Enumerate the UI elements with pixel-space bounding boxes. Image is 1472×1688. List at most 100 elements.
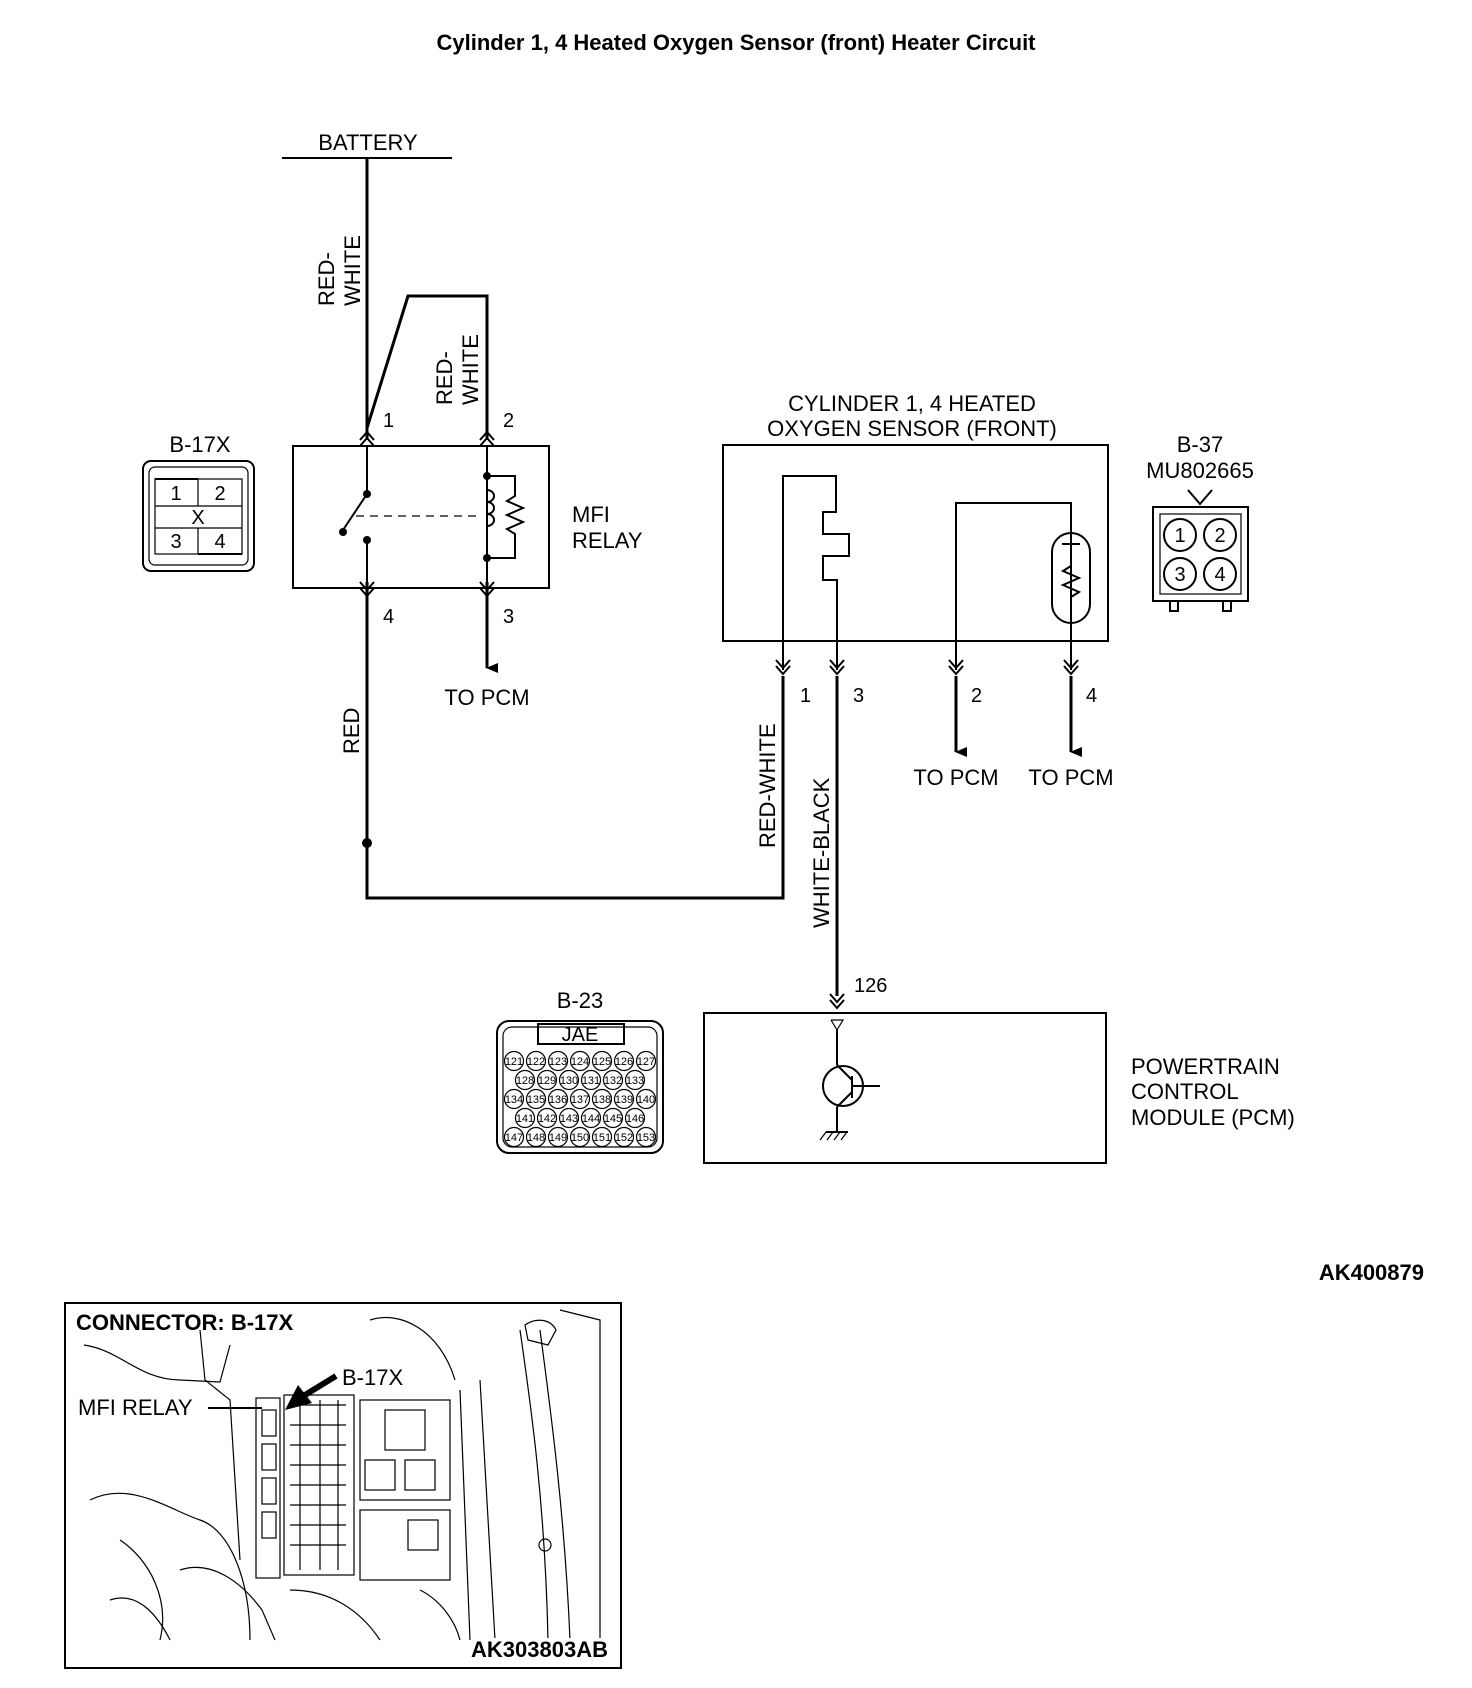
relay-label-1: MFI [572, 502, 610, 527]
pcm-box [703, 1012, 1107, 1164]
wire-label-sensor3: WHITE-BLACK [809, 777, 834, 928]
b23-pin [503, 1126, 525, 1148]
connector-b37-label: B-37 [1177, 432, 1223, 457]
b23-pin [613, 1050, 635, 1072]
b23-pin [514, 1069, 536, 1091]
sensor-pin-4: 4 [1086, 685, 1097, 707]
connector-b17x-label: B-17X [169, 432, 230, 457]
pcm-label-3: MODULE (PCM) [1131, 1105, 1295, 1130]
b23-pin-label: 131 [582, 1075, 600, 1087]
sensor-box [722, 444, 1109, 642]
wire-label-sensor1: RED-WHITE [755, 723, 780, 848]
b23-pin-label: 144 [582, 1113, 600, 1125]
b23-pin-label: 151 [593, 1132, 611, 1144]
b23-pin-label: 123 [549, 1056, 567, 1068]
sensor-to-pcm-2: TO PCM [1028, 765, 1113, 790]
b23-pin [547, 1088, 569, 1110]
b23-pin [602, 1107, 624, 1129]
relay-pin-3: 3 [503, 606, 514, 628]
b23-pin-label: 122 [527, 1056, 545, 1068]
b23-pin-label: 129 [538, 1075, 556, 1087]
b23-pin [525, 1050, 547, 1072]
b23-pin-label: 153 [637, 1132, 655, 1144]
b17x-face-mark: X [191, 507, 204, 529]
connector-b23-label: B-23 [557, 988, 603, 1013]
b23-pin [635, 1088, 657, 1110]
pcm: 126 POWERTRAIN CONTROL MODULE (PCM) [703, 975, 1295, 1164]
b23-pin [558, 1107, 580, 1129]
b23-pin-label: 124 [571, 1056, 589, 1068]
b23-pin-label: 141 [516, 1113, 534, 1125]
b23-pin [635, 1126, 657, 1148]
b23-pin [613, 1088, 635, 1110]
relay-pin-4: 4 [383, 606, 394, 628]
b23-pin [525, 1126, 547, 1148]
pin2-chevron [479, 430, 495, 447]
oxygen-sensor: CYLINDER 1, 4 HEATED OXYGEN SENSOR (FRON… [722, 391, 1114, 790]
inset-frame [64, 1302, 622, 1669]
pin1-chevron [359, 430, 375, 447]
b23-pin [624, 1107, 646, 1129]
b37-pin-1: 1 [1174, 525, 1185, 547]
figure-code: AK400879 [1319, 1260, 1424, 1285]
b17x-pin-4: 4 [214, 531, 225, 553]
wire-label-red: RED [339, 708, 364, 754]
b23-pin [602, 1069, 624, 1091]
wire-label-pin2-1: RED- [432, 351, 457, 405]
b23-pin-label: 121 [505, 1056, 523, 1068]
b23-pin [503, 1050, 525, 1072]
wire-label-pin2-2: WHITE [458, 334, 483, 405]
inset-arrow-shaft [298, 1373, 338, 1401]
relay-pin-2: 2 [503, 410, 514, 432]
mfi-relay: MFI RELAY 1 2 4 3 TO PCM [292, 410, 643, 710]
wire-junction [362, 838, 372, 848]
wire-labels: RED- WHITE RED- WHITE RED RED-WHITE WHIT… [314, 235, 834, 928]
b23-maker: JAE [562, 1024, 599, 1046]
b23-pin [591, 1050, 613, 1072]
b23-pin-label: 135 [527, 1094, 545, 1106]
wire-label-battery-2: WHITE [340, 235, 365, 306]
b23-pin [525, 1088, 547, 1110]
b23-pin-label: 145 [604, 1113, 622, 1125]
b23-pin [569, 1126, 591, 1148]
sensor-pin-1: 1 [800, 685, 811, 707]
b23-pin-label: 147 [505, 1132, 523, 1144]
connector-location-inset: CONNECTOR: B-17X MFI RELAY B-17X AK30380… [64, 1302, 622, 1669]
wires [362, 158, 1082, 996]
b23-pin [591, 1088, 613, 1110]
connector-b37: B-37 MU802665 1 2 3 4 [1146, 432, 1254, 612]
b17x-pin-1: 1 [170, 483, 181, 505]
b23-pin [569, 1088, 591, 1110]
wire-pin4-to-sensor [365, 582, 785, 900]
connector-b37-part: MU802665 [1146, 458, 1254, 483]
b23-pin-label: 140 [637, 1094, 655, 1106]
b23-pin-label: 152 [615, 1132, 633, 1144]
b23-pin-label: 128 [516, 1075, 534, 1087]
inset-code: AK303803AB [471, 1637, 608, 1662]
pcm-pin-126: 126 [854, 975, 887, 997]
b23-pin-label: 137 [571, 1094, 589, 1106]
inset-arrow-head [285, 1385, 312, 1410]
pin3-chevron [479, 581, 495, 598]
b23-pin-label: 146 [626, 1113, 644, 1125]
b23-pin [536, 1069, 558, 1091]
b23-pin [624, 1069, 646, 1091]
b23-pin [591, 1126, 613, 1148]
sensor-to-pcm-1: TO PCM [913, 765, 998, 790]
inset-connector-label: B-17X [342, 1365, 403, 1390]
b23-pin-label: 126 [615, 1056, 633, 1068]
b23-pin-label: 133 [626, 1075, 644, 1087]
b17x-pin-2: 2 [214, 483, 225, 505]
b23-pin [569, 1050, 591, 1072]
sensor-label-2: OXYGEN SENSOR (FRONT) [767, 416, 1057, 441]
b23-pin [558, 1069, 580, 1091]
sensor-pin-2: 2 [971, 685, 982, 707]
b37-pin-4: 4 [1214, 564, 1225, 586]
relay-label-2: RELAY [572, 528, 643, 553]
b23-pin-label: 150 [571, 1132, 589, 1144]
b23-pin-label: 136 [549, 1094, 567, 1106]
b23-pin-label: 132 [604, 1075, 622, 1087]
